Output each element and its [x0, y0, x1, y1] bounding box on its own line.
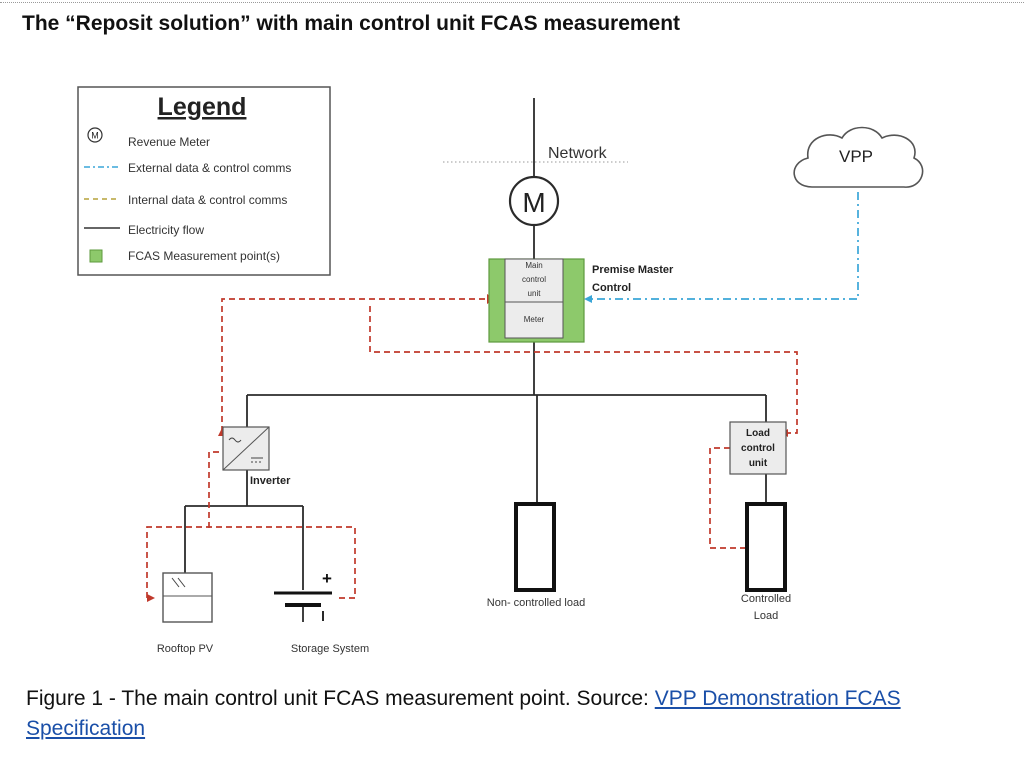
legend-meter-icon: [87, 127, 103, 143]
external-comms-arrowhead: [584, 295, 592, 303]
inverter-diagonal: [222, 426, 270, 471]
revenue-meter: [508, 175, 560, 227]
rooftop-pv-panel: [162, 572, 213, 623]
legend-item-revenue-meter: Revenue Meter: [128, 135, 210, 149]
master-meter-box: [504, 301, 564, 339]
source-link[interactable]: VPP Demonstration FCAS Specification: [26, 687, 901, 740]
legend-item-fcas-point: FCAS Measurement point(s): [128, 249, 280, 263]
main-control-unit-label-3: unit: [528, 289, 542, 298]
main-control-unit-label-2: control: [522, 275, 546, 284]
legend-item-external-comms: External data & control comms: [128, 161, 291, 175]
page-top-border: [0, 2, 1024, 3]
legend-frame: [77, 86, 331, 276]
non-controlled-load: [514, 502, 556, 592]
load-control-unit-label-2: control: [741, 443, 775, 454]
rooftop-pv-sun-ray-1: [171, 577, 180, 588]
fcas-architecture-diagram: Legend M Revenue Meter External data & c…: [77, 86, 924, 655]
controlled-load-label-1: Controlled: [741, 593, 791, 605]
legend-item-internal-comms: Internal data & control comms: [128, 193, 287, 207]
load-control-unit-label-3: unit: [749, 458, 768, 469]
load-control-unit-label-1: Load: [746, 428, 770, 439]
legend-item-electricity-flow: Electricity flow: [128, 223, 204, 237]
rooftop-pv-label: Rooftop PV: [157, 643, 214, 655]
caption-text: Figure 1 - The main control unit FCAS me…: [26, 687, 655, 710]
legend-title: Legend: [158, 93, 247, 121]
inverter-ac-symbol: [228, 437, 242, 443]
controlled-load-label-2: Load: [754, 610, 778, 622]
legend-fcas-swatch: [89, 249, 103, 263]
premise-master-control: Main control unit Meter: [488, 258, 585, 343]
legend: Legend M Revenue Meter External data & c…: [77, 86, 331, 276]
master-meter-label: Meter: [524, 315, 545, 324]
electricity-flow-lines: [184, 98, 767, 622]
rooftop-pv-sun-ray-2: [177, 577, 186, 588]
vpp-cloud: [793, 126, 924, 188]
revenue-meter-symbol: M: [522, 187, 545, 218]
inverter: [222, 426, 270, 471]
premise-master-control-label-1: Premise Master: [592, 264, 674, 276]
figure-caption: Figure 1 - The main control unit FCAS me…: [26, 684, 996, 744]
battery-positive-sign: +: [322, 569, 332, 588]
inverter-label: Inverter: [250, 475, 291, 487]
main-control-unit-label-1: Main: [525, 261, 542, 270]
vpp-label: VPP: [839, 147, 873, 166]
rooftop-pv: [162, 572, 213, 623]
non-controlled-load-label: Non- controlled load: [487, 597, 585, 609]
main-control-unit-box: [504, 258, 564, 303]
internal-comms-lines: [146, 298, 798, 599]
storage-system: [274, 591, 332, 607]
load-control-unit: Load control unit: [729, 421, 787, 475]
network-label: Network: [548, 145, 608, 162]
premise-master-control-label-2: Control: [592, 282, 631, 294]
legend-meter-symbol: M: [91, 131, 99, 141]
load-control-unit-box: [729, 421, 787, 475]
document-title: The “Reposit solution” with main control…: [22, 12, 681, 35]
controlled-load: [745, 502, 787, 592]
storage-system-label: Storage System: [291, 643, 369, 655]
external-comms-lines: [592, 192, 859, 300]
